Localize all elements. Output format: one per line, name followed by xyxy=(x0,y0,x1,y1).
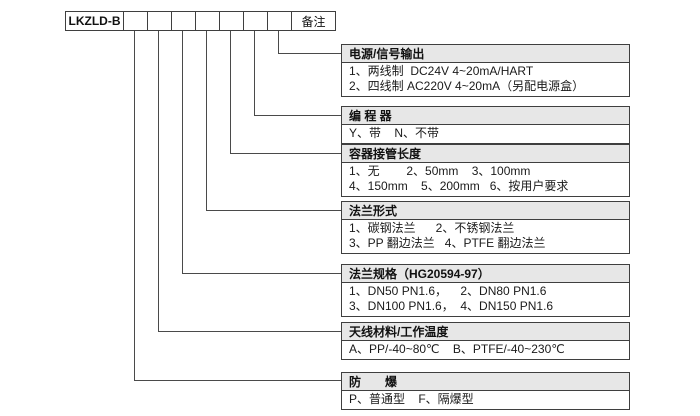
model-prefix-box: LKZLD-B xyxy=(65,11,124,31)
section-antenna-material-temp: 天线材料/工作温度 A、PP/-40~80℃ B、PTFE/-40~230℃ xyxy=(341,322,630,360)
connector-line xyxy=(278,31,341,54)
model-digit-cell-6 xyxy=(243,11,268,31)
section-flange-type: 法兰形式 1、碳钢法兰 2、不锈钢法兰 3、PP 翻边法兰 4、PTFE 翻边法… xyxy=(341,201,630,254)
section-options: A、PP/-40~80℃ B、PTFE/-40~230℃ xyxy=(342,341,629,359)
section-flange-spec: 法兰规格（HG20594-97） 1、DN50 PN1.6， 2、DN80 PN… xyxy=(341,264,630,317)
option-line: A、PP/-40~80℃ B、PTFE/-40~230℃ xyxy=(349,342,565,356)
section-title: 容器接管长度 xyxy=(342,145,629,163)
model-digit-cell-4 xyxy=(195,11,220,31)
section-title: 防 爆 xyxy=(342,373,629,391)
connector-line xyxy=(254,31,341,116)
model-digit-cell-2 xyxy=(147,11,172,31)
option-line: 1、无 2、50mm 3、100mm xyxy=(349,164,531,178)
section-options: 1、两线制 DC24V 4~20mA/HART 2、四线制 AC220V 4~2… xyxy=(342,63,629,96)
section-options: Y、带 N、不带 xyxy=(342,125,629,143)
section-title: 法兰规格（HG20594-97） xyxy=(342,265,629,283)
option-line: 1、两线制 DC24V 4~20mA/HART xyxy=(349,64,534,78)
section-options: P、普通型 F、隔爆型 xyxy=(342,391,629,409)
section-options: 1、无 2、50mm 3、100mm 4、150mm 5、200mm 6、按用户… xyxy=(342,163,629,196)
option-line: 1、DN50 PN1.6， 2、DN80 PN1.6 xyxy=(349,284,547,298)
option-line: 3、PP 翻边法兰 4、PTFE 翻边法兰 xyxy=(349,236,546,250)
remark-box: 备注 xyxy=(291,11,336,31)
option-line: 3、DN100 PN1.6， 4、DN150 PN1.6 xyxy=(349,299,554,313)
connector-line xyxy=(134,31,341,381)
option-line: 1、碳钢法兰 2、不锈钢法兰 xyxy=(349,221,515,235)
option-line: 4、150mm 5、200mm 6、按用户要求 xyxy=(349,179,569,193)
model-digit-cell-3 xyxy=(171,11,196,31)
connector-line xyxy=(206,31,341,211)
section-options: 1、碳钢法兰 2、不锈钢法兰 3、PP 翻边法兰 4、PTFE 翻边法兰 xyxy=(342,220,629,253)
model-digit-cell-7 xyxy=(267,11,292,31)
connector-line xyxy=(158,31,341,332)
model-digit-cell-5 xyxy=(219,11,244,31)
section-programmer: 编 程 器 Y、带 N、不带 xyxy=(341,106,630,144)
option-line: Y、带 N、不带 xyxy=(349,126,440,140)
model-digit-cell-1 xyxy=(123,11,148,31)
connector-line xyxy=(230,31,341,154)
section-title: 编 程 器 xyxy=(342,107,629,125)
model-code-row: LKZLD-B 备注 xyxy=(65,11,336,31)
section-title: 电源/信号输出 xyxy=(342,45,629,63)
section-title: 天线材料/工作温度 xyxy=(342,323,629,341)
option-line: 2、四线制 AC220V 4~20mA（另配电源盒） xyxy=(349,79,585,93)
section-title: 法兰形式 xyxy=(342,202,629,220)
section-vessel-nozzle-length: 容器接管长度 1、无 2、50mm 3、100mm 4、150mm 5、200m… xyxy=(341,144,630,197)
section-power-signal-output: 电源/信号输出 1、两线制 DC24V 4~20mA/HART 2、四线制 AC… xyxy=(341,44,630,97)
section-options: 1、DN50 PN1.6， 2、DN80 PN1.6 3、DN100 PN1.6… xyxy=(342,283,629,316)
option-line: P、普通型 F、隔爆型 xyxy=(349,392,474,406)
section-explosion-proof: 防 爆 P、普通型 F、隔爆型 xyxy=(341,372,630,410)
connector-line xyxy=(182,31,341,274)
